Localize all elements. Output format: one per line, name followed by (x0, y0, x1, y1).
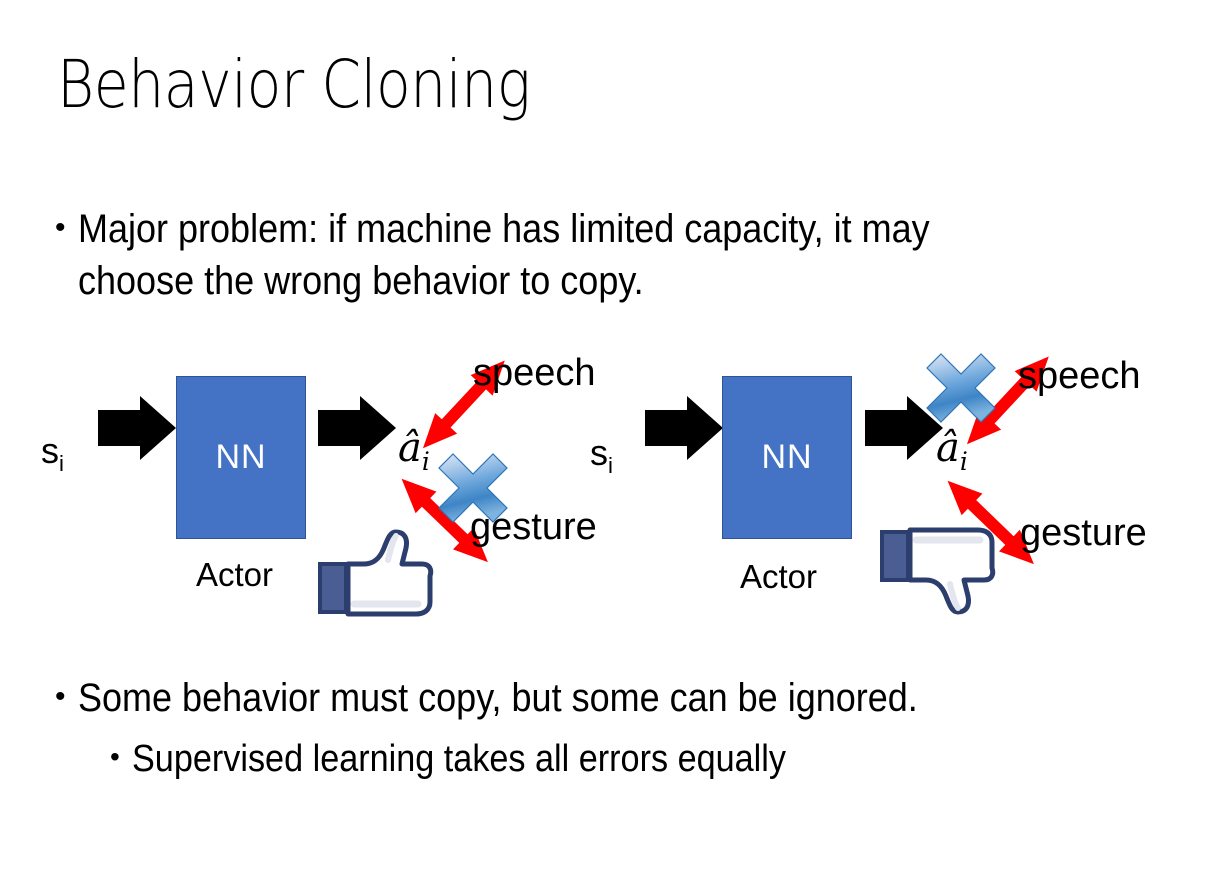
input-arrow-left-icon (98, 396, 176, 460)
bullet-marker-icon: • (55, 211, 66, 244)
output-arrow-right-icon (865, 396, 943, 460)
nn-box-left: NN (176, 376, 306, 539)
bullet-some-behavior: • Some behavior must copy, but some can … (55, 672, 1165, 724)
bullet-marker-icon: • (110, 741, 120, 772)
actor-caption-right: Actor (740, 558, 818, 595)
bullet-supervised-learning-text: Supervised learning takes all errors equ… (131, 738, 786, 780)
action-label-right: âi (936, 425, 968, 476)
bullet-major-problem: • Major problem: if machine has limited … (55, 203, 1125, 307)
actor-caption-left: Actor (196, 556, 274, 593)
bullet-supervised-learning: • Supervised learning takes all errors e… (110, 733, 1160, 785)
diagram-left (98, 350, 516, 614)
output-label-left-gesture: gesture (470, 506, 597, 548)
nn-box-right: NN (722, 376, 852, 539)
state-label-right: si (590, 432, 613, 479)
page-title: Behavior Cloning (57, 46, 531, 123)
input-arrow-right-icon (645, 396, 723, 460)
output-label-right-gesture: gesture (1020, 512, 1147, 554)
thumbs-down-icon (882, 530, 993, 612)
bullet-marker-icon: • (55, 680, 66, 713)
thumbs-up-icon (320, 532, 431, 614)
diagram-right (645, 346, 1060, 612)
state-label-left: si (41, 430, 64, 477)
nn-box-left-label: NN (215, 438, 267, 476)
bullet-some-behavior-text: Some behavior must copy, but some can be… (77, 676, 918, 720)
cross-out-speech-right-icon (926, 353, 996, 423)
action-label-left: âi (398, 425, 430, 476)
output-arrow-left-icon (318, 396, 396, 460)
bullet-major-problem-text: Major problem: if machine has limited ca… (77, 207, 930, 303)
nn-box-right-label: NN (761, 438, 813, 476)
output-label-right-speech: speech (1018, 355, 1141, 397)
output-label-left-speech: speech (473, 352, 596, 394)
